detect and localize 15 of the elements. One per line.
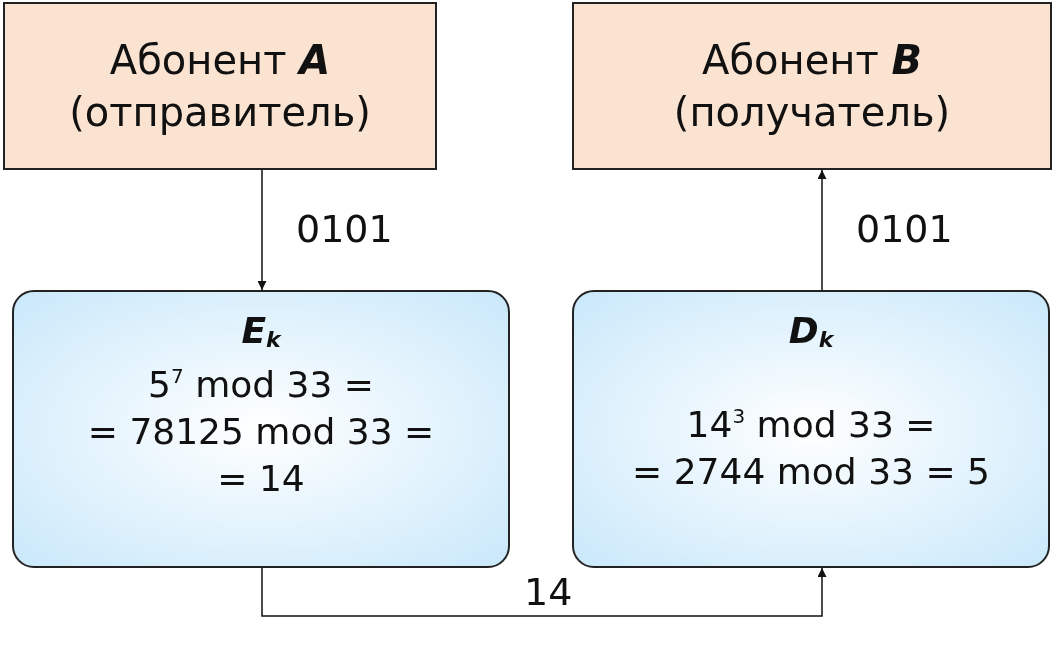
arrow: [257, 169, 267, 291]
operation-title: E$_{k}$: [241, 310, 281, 352]
party-label: Абонент B: [702, 36, 922, 85]
party-label: (отправитель): [69, 88, 371, 137]
party-label: (получатель): [673, 88, 951, 137]
operation-title: D$_{k}$: [788, 310, 834, 352]
party-box: [572, 2, 1052, 170]
formula: 5$^{7}$ mod 33 = = 78125 mod 33 = = 14: [87, 363, 435, 501]
arrow: [261, 567, 827, 617]
party-box: [3, 2, 437, 170]
operation-box: [572, 290, 1050, 568]
formula: 14$^{3}$ mod 33 = = 2744 mod 33 = 5: [632, 403, 990, 494]
arrow: [817, 169, 827, 291]
operation-box: [12, 290, 510, 568]
party-label: Абонент A: [109, 36, 331, 85]
